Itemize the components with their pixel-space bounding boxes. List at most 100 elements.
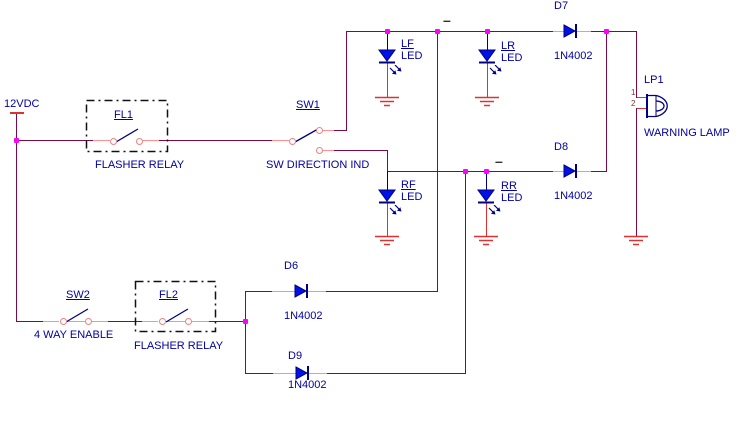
ground-symbol[interactable] — [373, 235, 401, 248]
wire-top-rail — [346, 31, 553, 32]
part-d6: 1N4002 — [284, 310, 323, 322]
pin-d9-cathode — [309, 373, 327, 374]
pin-lp1-1 — [637, 97, 646, 98]
wire-lamp-to-ground — [636, 108, 637, 237]
wire-second-rail — [387, 171, 553, 172]
pin-fl2-right — [192, 321, 209, 322]
led-lr-symbol[interactable] — [478, 49, 496, 65]
junction-dot — [463, 169, 468, 174]
wire-d6d9-branch — [245, 291, 246, 373]
switch-contact-sw1-common[interactable] — [289, 138, 296, 145]
wire-fl2-out — [209, 321, 246, 322]
switch-blade-fl2[interactable] — [164, 307, 191, 324]
switch-contact-sw2-b[interactable] — [85, 318, 92, 325]
junction-dot — [484, 169, 489, 174]
switch-blade-sw1[interactable] — [293, 127, 320, 144]
wire-d6-out — [326, 291, 438, 292]
junction-dot — [14, 138, 19, 143]
diode-d6-symbol[interactable] — [294, 284, 310, 299]
switch-contact-fl2-b[interactable] — [185, 318, 192, 325]
ref-d8: D8 — [554, 141, 569, 153]
wire-d9-riser — [465, 171, 466, 373]
pin-rr-anode — [486, 171, 487, 191]
pin-rf-anode — [387, 171, 388, 191]
ref-d7: D7 — [554, 0, 569, 12]
desc-lr: LED — [501, 52, 523, 64]
pin-d6-cathode — [308, 291, 326, 292]
diode-d8-symbol[interactable] — [563, 164, 579, 179]
switch-contact-fl1-a[interactable] — [110, 138, 117, 145]
ground-symbol[interactable] — [472, 235, 500, 248]
wire-sw1-top-riser — [346, 31, 347, 131]
ref-sw2: SW2 — [66, 289, 90, 301]
switch-contact-sw1-bottom[interactable] — [316, 147, 323, 154]
pin-sw2-right — [92, 321, 108, 322]
switch-blade-sw2[interactable] — [64, 307, 91, 324]
pin-d9-anode — [273, 373, 296, 374]
ref-lr: LR — [501, 40, 516, 52]
ref-rr: RR — [501, 180, 517, 192]
pin-sw2-mid — [66, 321, 85, 322]
pin-lp1-2 — [637, 108, 646, 109]
flasher-relay-fl2-box[interactable] — [134, 280, 217, 333]
junction-dot — [385, 29, 390, 34]
desc-fl1: FLASHER RELAY — [95, 159, 185, 171]
power-port-bar — [10, 112, 24, 114]
wire-d6-in — [245, 291, 272, 292]
wire-sw1-top — [334, 130, 347, 131]
wire-d9-in — [245, 373, 273, 374]
junction-dot — [435, 29, 440, 34]
pin-fl1-left — [93, 140, 110, 141]
pin-rr-cathode — [486, 203, 487, 237]
wire-d8-out — [591, 171, 607, 172]
junction-dot — [485, 29, 490, 34]
led-arrows-icon — [389, 65, 402, 75]
wire-d7d8-join — [606, 31, 607, 171]
led-arrows-icon — [389, 205, 402, 215]
desc-rf: LED — [401, 191, 423, 203]
lamp-lp1-symbol[interactable] — [645, 91, 679, 121]
minus-mark-top: – — [443, 12, 451, 28]
wire-12vdc-vertical — [16, 114, 17, 322]
wire-d9-out — [327, 373, 466, 374]
switch-contact-sw1-top[interactable] — [316, 127, 323, 134]
ref-lp1: LP1 — [644, 74, 664, 86]
wire-d6-riser — [437, 31, 438, 291]
diode-d9-symbol[interactable] — [295, 366, 311, 381]
desc-fl2: FLASHER RELAY — [134, 340, 224, 352]
desc-lp1: WARNING LAMP — [644, 127, 730, 139]
ground-symbol[interactable] — [373, 96, 401, 109]
part-d8: 1N4002 — [554, 190, 593, 202]
wire-d7-to-lamp — [591, 31, 637, 32]
ref-fl2: FL2 — [159, 289, 178, 301]
ref-d6: D6 — [284, 260, 299, 272]
diode-d7-symbol[interactable] — [563, 24, 579, 39]
wire-fl1-to-sw1 — [159, 140, 272, 141]
junction-dot — [604, 29, 609, 34]
pin-d7-cathode — [577, 31, 591, 32]
switch-blade-fl1[interactable] — [114, 127, 141, 144]
ref-fl1: FL1 — [114, 109, 133, 121]
pin-d8-anode — [553, 171, 564, 172]
switch-contact-fl2-a[interactable] — [159, 318, 166, 325]
switch-contact-fl1-b[interactable] — [136, 138, 143, 145]
desc-lf: LED — [401, 50, 423, 62]
switch-contact-sw2-a[interactable] — [60, 318, 67, 325]
part-d9: 1N4002 — [288, 379, 327, 391]
ref-lf: LF — [401, 38, 414, 50]
pin-sw2-left — [43, 321, 59, 322]
wire-sw1-bottom-drop — [387, 150, 388, 171]
ground-symbol[interactable] — [622, 235, 650, 248]
flasher-relay-fl1-box[interactable] — [85, 99, 169, 153]
minus-mark-mid: – — [495, 153, 503, 169]
pin-lf-cathode — [387, 63, 388, 98]
ref-rf: RF — [401, 179, 416, 191]
led-rf-symbol[interactable] — [378, 189, 396, 205]
pin-d7-anode — [553, 31, 564, 32]
led-rr-symbol[interactable] — [477, 189, 495, 205]
pin-lr-anode — [487, 31, 488, 51]
pin-fl2-mid — [166, 321, 185, 322]
ground-symbol[interactable] — [473, 96, 501, 109]
led-lf-symbol[interactable] — [378, 49, 396, 65]
